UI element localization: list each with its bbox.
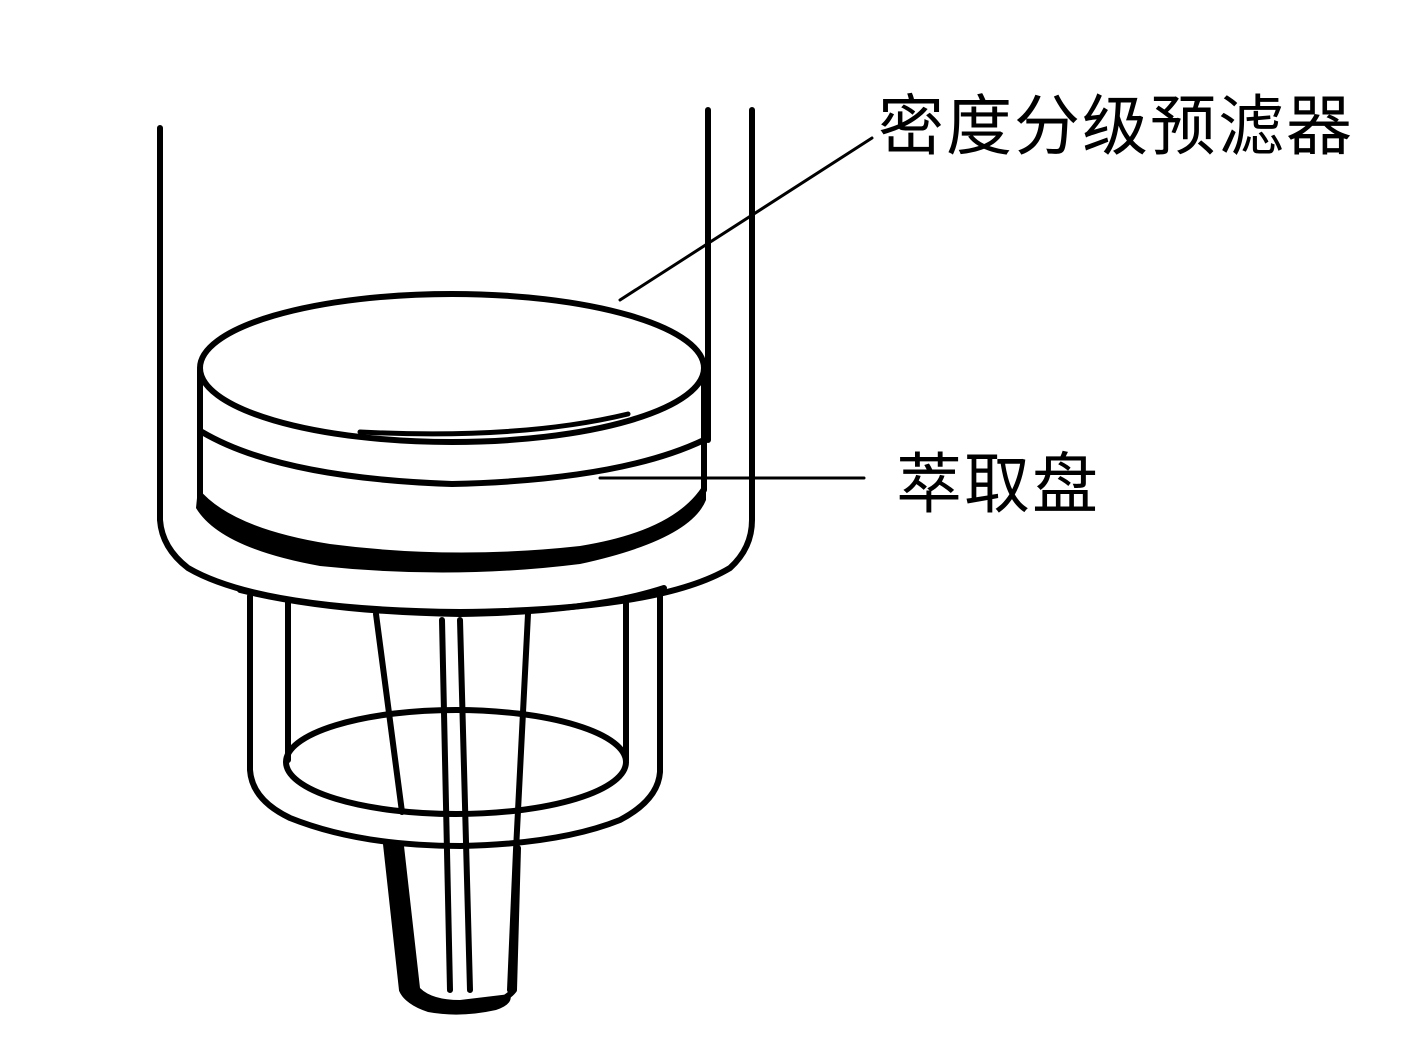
extraction-disk-dark-band xyxy=(196,480,706,573)
disk-stack xyxy=(196,291,707,573)
inner-ellipse xyxy=(283,707,629,817)
prefilter-leader-line xyxy=(618,136,874,302)
outlet-tip xyxy=(383,841,521,1015)
prefilter-label: 密度分级预滤器 xyxy=(878,88,1354,165)
outlet-housing xyxy=(237,585,667,849)
prefilter-bottom-edge xyxy=(199,429,707,487)
prefilter-top-surface xyxy=(197,291,707,445)
prefilter-highlight xyxy=(357,411,631,437)
extraction-disk-label: 萃取盘 xyxy=(896,446,1100,523)
